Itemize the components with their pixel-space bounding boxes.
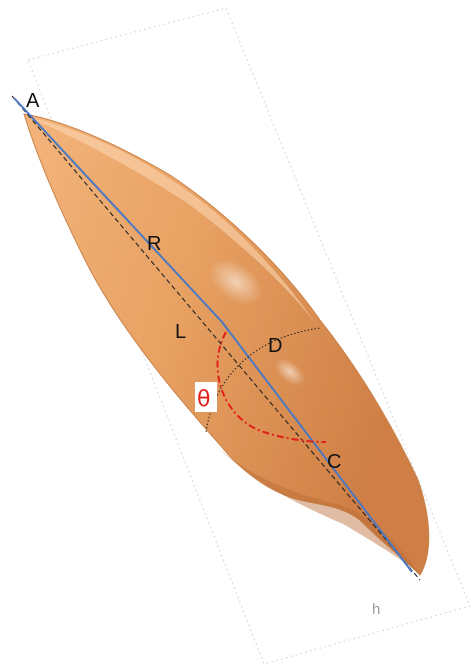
label-theta: θ	[197, 387, 210, 412]
tooth-shine-spot	[274, 358, 306, 386]
dotted-arc	[205, 327, 321, 433]
tooth-shadow	[210, 440, 418, 572]
bounding-frame	[27, 7, 471, 665]
theta-label-bg	[195, 382, 217, 412]
label-a: A	[26, 90, 40, 112]
label-l: L	[175, 321, 186, 343]
theta-arc	[216, 331, 327, 443]
label-d: D	[268, 335, 282, 357]
label-r: R	[147, 233, 161, 255]
label-h: h	[372, 601, 380, 618]
tooth-body	[23, 113, 430, 576]
blue-chord-line	[13, 97, 413, 573]
dashed-axis-line	[11, 95, 421, 581]
tooth-shine-spot	[209, 259, 263, 305]
label-c: C	[327, 451, 341, 473]
